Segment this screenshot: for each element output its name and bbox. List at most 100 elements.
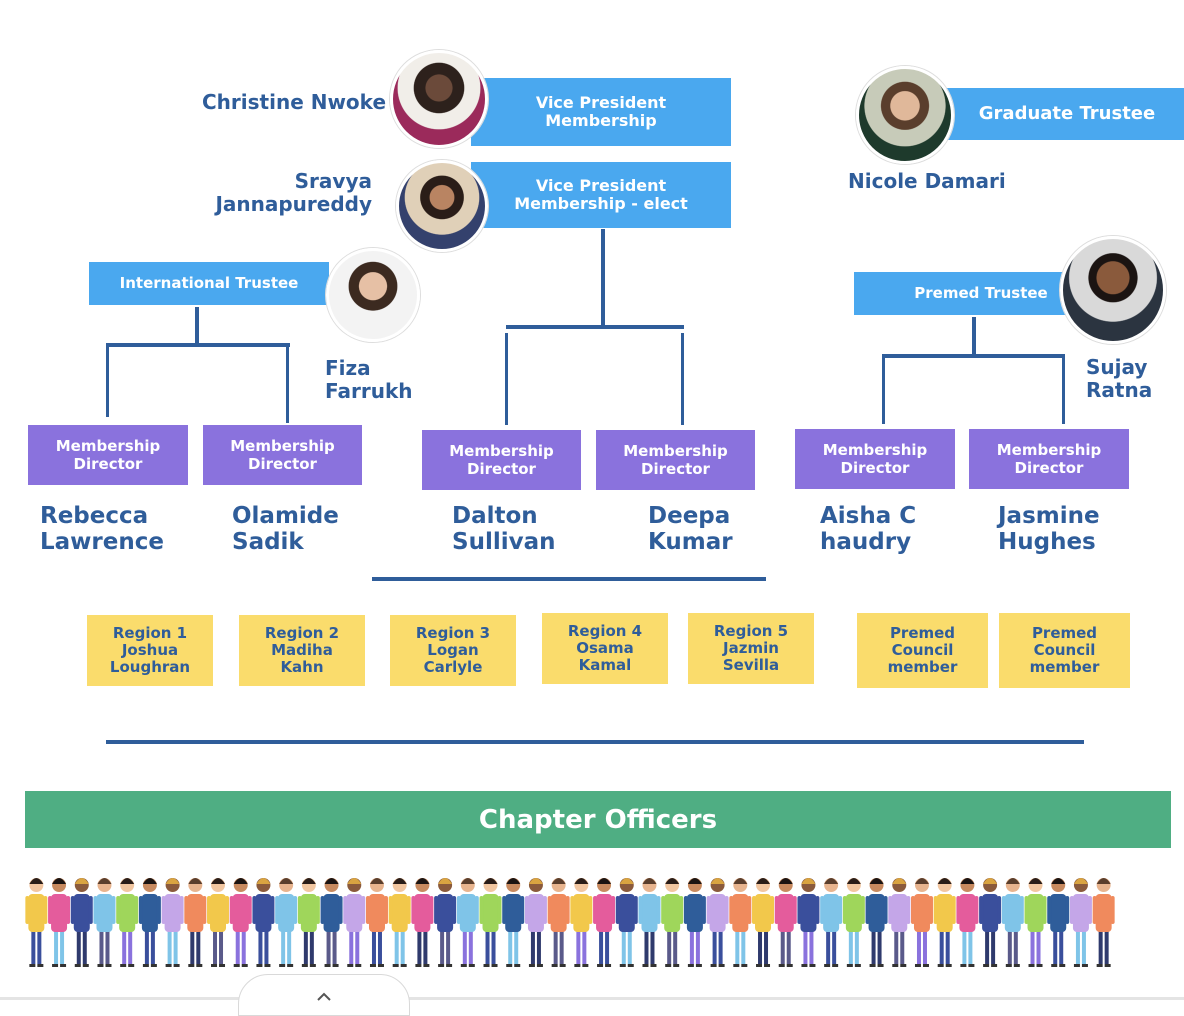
divider-line	[106, 740, 1084, 744]
person-figure	[229, 878, 252, 967]
role-label: Director	[248, 455, 317, 473]
council-line: Council	[891, 640, 954, 659]
region-line: Osama	[576, 638, 634, 657]
connector-line	[972, 317, 976, 355]
region-line: Sevilla	[722, 656, 780, 675]
name-line: Rebecca	[40, 503, 149, 529]
nicole-photo	[856, 66, 954, 164]
connector-line	[106, 343, 290, 347]
christine-photo	[390, 50, 488, 148]
region-line: Kamal	[578, 656, 632, 675]
region-line: Region 5	[713, 621, 789, 640]
region-box: Region 4 Osama Kamal	[542, 613, 668, 684]
name-line: Sujay	[1086, 355, 1148, 379]
person-figure	[479, 878, 502, 967]
vp-elect-box: Vice President Membership - elect	[471, 162, 731, 228]
person-figure	[1047, 878, 1070, 967]
scroll-up-tab[interactable]	[238, 974, 410, 1016]
person-figure	[365, 878, 388, 967]
person-figure	[638, 878, 661, 967]
person-figure	[910, 878, 933, 967]
name-line: Jannapureddy	[215, 192, 372, 216]
person-figure	[456, 878, 479, 967]
intl-name: Fiza Farrukh	[325, 357, 413, 403]
name-line: Jasmine	[998, 503, 1100, 529]
council-line: member	[887, 658, 958, 677]
director-box: Membership Director	[596, 430, 755, 490]
person-figure	[1092, 878, 1115, 967]
person-figure	[615, 878, 638, 967]
person-figure	[570, 878, 593, 967]
person-figure	[661, 878, 684, 967]
role-label: Membership	[545, 111, 657, 130]
name-line: Aisha C	[820, 503, 917, 529]
region-line: Region 3	[415, 623, 491, 642]
name-line: Farrukh	[325, 379, 413, 403]
sravya-photo	[396, 160, 488, 252]
role-label: Membership	[230, 437, 335, 455]
person-figure	[706, 878, 729, 967]
region-line: Region 1	[112, 623, 188, 642]
director-name: Dalton Sullivan	[452, 503, 555, 556]
vp-membership-box: Vice President Membership	[471, 78, 731, 146]
person-figure	[1024, 878, 1047, 967]
role-label: Director	[467, 460, 536, 478]
person-figure	[547, 878, 570, 967]
person-figure	[297, 878, 320, 967]
role-label: Membership	[996, 441, 1102, 459]
person-figure	[93, 878, 116, 967]
person-figure	[70, 878, 93, 967]
connector-line	[195, 307, 199, 345]
chevron-up-icon	[317, 992, 331, 1001]
region-line: Carlyle	[423, 658, 483, 677]
person-figure	[1001, 878, 1024, 967]
name-line: haudry	[820, 529, 912, 556]
person-figure	[275, 878, 298, 967]
region-line: Region 4	[567, 621, 643, 640]
name-line: Sullivan	[452, 529, 556, 556]
person-figure	[1069, 878, 1092, 967]
international-trustee-box: International Trustee	[89, 262, 329, 305]
person-figure	[752, 878, 775, 967]
person-figure	[683, 878, 706, 967]
sujay-photo	[1060, 236, 1166, 344]
name-line: Deepa	[648, 503, 731, 529]
person-figure	[25, 878, 48, 967]
person-figure	[524, 878, 547, 967]
name-line: Sravya	[294, 169, 372, 193]
person-figure	[865, 878, 888, 967]
director-box: Membership Director	[969, 429, 1129, 489]
person-figure	[434, 878, 457, 967]
name-line: Hughes	[998, 529, 1096, 556]
connector-line	[882, 354, 1062, 358]
director-name: Aisha C haudry	[820, 503, 916, 556]
name-line: Fiza	[325, 356, 371, 380]
crowd-illustration	[25, 878, 1115, 967]
region-box: Region 1 Joshua Loughran	[87, 615, 213, 686]
connector-line	[506, 325, 684, 329]
role-label: Vice President	[535, 92, 667, 112]
director-name: Jasmine Hughes	[998, 503, 1100, 556]
person-figure	[161, 878, 184, 967]
person-figure	[774, 878, 797, 967]
graduate-trustee-box: Graduate Trustee	[930, 88, 1184, 140]
chapter-officers-banner: Chapter Officers	[25, 791, 1171, 848]
role-label: Director	[840, 459, 910, 477]
vp-elect-name: Sravya Jannapureddy	[214, 170, 372, 216]
name-line: Ratna	[1086, 378, 1153, 402]
person-figure	[729, 878, 752, 967]
person-figure	[138, 878, 161, 967]
connector-line	[681, 333, 684, 425]
person-figure	[388, 878, 411, 967]
council-line: member	[1029, 658, 1100, 677]
council-line: Premed	[889, 623, 956, 642]
region-box: Region 5 Jazmin Sevilla	[688, 613, 814, 684]
region-line: Madiha	[271, 640, 333, 659]
name-line: Dalton	[452, 503, 538, 529]
connector-line	[601, 229, 605, 325]
person-figure	[116, 878, 139, 967]
divider-line	[372, 577, 766, 581]
person-figure	[48, 878, 71, 967]
role-label: Vice President	[535, 175, 667, 195]
region-line: Loughran	[109, 658, 191, 677]
